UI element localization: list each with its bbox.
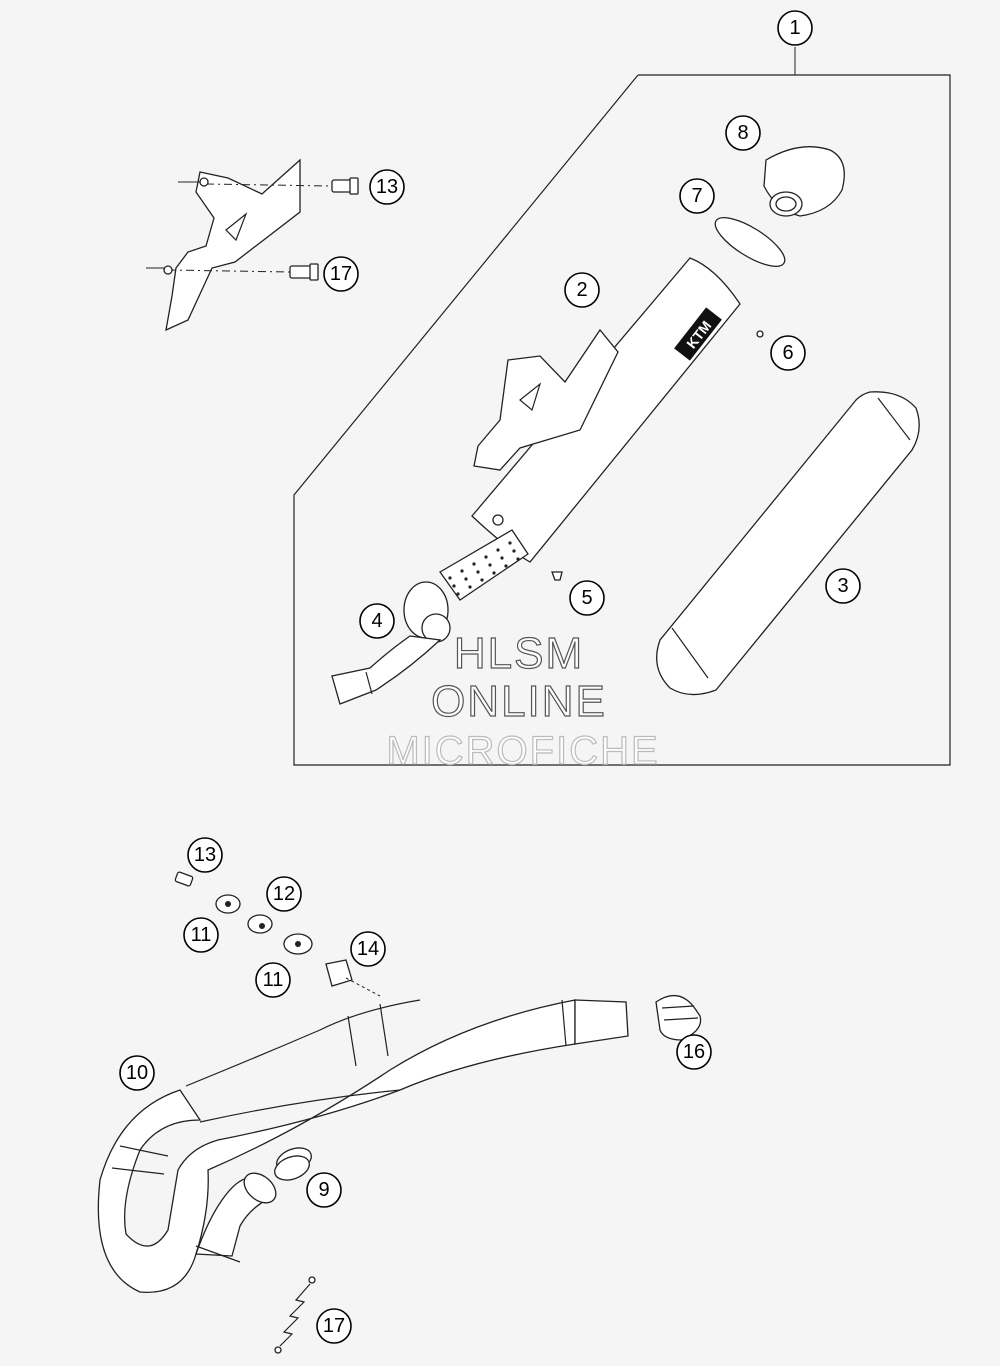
perforation-hole — [504, 564, 508, 568]
rubber-sleeve-16 — [655, 994, 702, 1041]
silencer-assembly-outline — [293, 47, 951, 766]
callout-11-upper: 11 — [183, 917, 219, 953]
svg-text:10: 10 — [126, 1062, 148, 1084]
washer-11-lower — [283, 933, 313, 955]
callout-5: 5 — [569, 580, 605, 616]
silencer-body: KTM — [471, 257, 741, 563]
svg-text:2: 2 — [576, 279, 587, 301]
watermark: HLSM ONLINE MICROFICHE — [386, 628, 659, 773]
perforation-hole — [484, 555, 488, 559]
o-ring-7 — [714, 217, 786, 267]
svg-text:11: 11 — [191, 924, 212, 946]
svg-text:16: 16 — [683, 1041, 705, 1063]
callout-11-lower: 11 — [255, 962, 291, 998]
callout-17-lower: 17 — [316, 1308, 352, 1344]
screw-6 — [756, 330, 764, 338]
callout-2: 2 — [564, 272, 600, 308]
perforation-hole — [496, 548, 500, 552]
silencer-mount-bracket — [146, 158, 331, 332]
perforation-hole — [488, 563, 492, 567]
washer-11-upper — [215, 894, 241, 914]
callout-1: 1 — [777, 10, 813, 46]
callout-13-upper: 13 — [369, 169, 405, 205]
perforation-hole — [468, 585, 472, 589]
svg-text:6: 6 — [782, 342, 793, 364]
silencer-inner-core — [439, 529, 529, 601]
watermark-line-1: HLSM — [454, 629, 584, 678]
svg-text:4: 4 — [371, 610, 382, 632]
perforation-hole — [480, 578, 484, 582]
svg-text:3: 3 — [837, 575, 848, 597]
silencer-inlet-cap — [331, 581, 451, 705]
bracket-14 — [325, 959, 381, 997]
perforation-hole — [508, 541, 512, 545]
callout-9: 9 — [306, 1172, 342, 1208]
perforation-hole — [456, 592, 460, 596]
svg-text:1: 1 — [789, 17, 800, 39]
svg-text:9: 9 — [318, 1179, 329, 1201]
callout-10: 10 — [119, 1055, 155, 1091]
svg-text:8: 8 — [737, 122, 748, 144]
perforation-hole — [500, 556, 504, 560]
callout-7: 7 — [679, 178, 715, 214]
callout-4: 4 — [359, 603, 395, 639]
header-inlet-bend — [195, 1172, 277, 1263]
perforation-hole — [452, 584, 456, 588]
exhaust-header-pipe — [97, 999, 629, 1293]
svg-text:12: 12 — [273, 883, 295, 905]
callout-3: 3 — [825, 568, 861, 604]
callout-17-upper: 17 — [323, 256, 359, 292]
watermark-line-3: MICROFICHE — [386, 729, 659, 773]
perforation-pattern — [448, 541, 520, 596]
svg-text:11: 11 — [263, 969, 284, 991]
callout-13-lower: 13 — [187, 837, 223, 873]
svg-text:13: 13 — [376, 176, 398, 198]
svg-text:14: 14 — [357, 938, 379, 960]
spacer-12 — [247, 914, 273, 934]
bolt-13-lower — [174, 871, 194, 887]
o-ring-9 — [274, 1147, 312, 1181]
callout-12: 12 — [266, 876, 302, 912]
watermark-line-2: ONLINE — [431, 677, 607, 726]
perforation-hole — [464, 577, 468, 581]
svg-text:5: 5 — [581, 587, 592, 609]
callout-8: 8 — [725, 115, 761, 151]
callout-16: 16 — [676, 1034, 712, 1070]
perforation-hole — [512, 549, 516, 553]
perforation-hole — [460, 569, 464, 573]
spring-17 — [274, 1276, 316, 1354]
perforation-hole — [516, 557, 520, 561]
perforation-hole — [472, 562, 476, 566]
bolt-17-upper — [289, 263, 319, 281]
perforation-hole — [448, 576, 452, 580]
silencer-outer-sleeve — [656, 391, 920, 696]
svg-text:17: 17 — [323, 1315, 345, 1337]
perforation-hole — [476, 570, 480, 574]
callout-6: 6 — [770, 335, 806, 371]
svg-text:7: 7 — [691, 185, 702, 207]
screw-5 — [551, 571, 563, 581]
perforation-hole — [492, 571, 496, 575]
svg-text:17: 17 — [330, 263, 352, 285]
callout-14: 14 — [350, 931, 386, 967]
end-cap-8 — [763, 146, 845, 217]
bolt-13-upper — [331, 177, 359, 195]
svg-text:13: 13 — [194, 844, 216, 866]
